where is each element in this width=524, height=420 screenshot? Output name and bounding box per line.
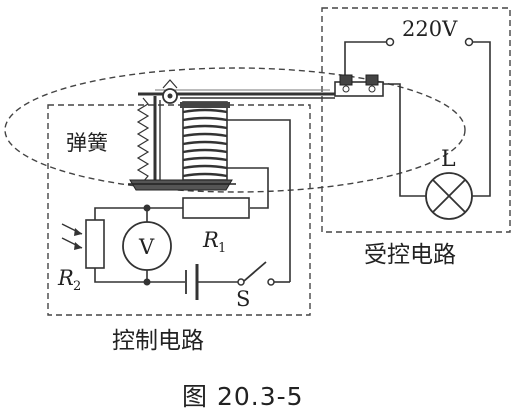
- source-terminal-right: [464, 37, 474, 47]
- r1-subscript: 1: [218, 241, 226, 256]
- wire-left-bottom: [94, 268, 185, 283]
- wire-source-right: [472, 41, 491, 197]
- r2-label: R: [57, 266, 74, 290]
- controlled-circuit-box: [321, 7, 511, 233]
- electromagnet-coil-icon: [180, 101, 230, 181]
- lamp-label: L: [441, 147, 456, 172]
- resistor-r1: [182, 197, 250, 219]
- wire-contact-lamp: [374, 83, 426, 197]
- figure-caption: 图 20.3-5: [182, 382, 304, 411]
- controlled-circuit-label: 受控电路: [364, 242, 456, 268]
- spring-label: 弹簧: [66, 131, 108, 155]
- relay-ellipse: [4, 67, 466, 193]
- relay-base: [128, 179, 236, 191]
- r2-subscript: 2: [73, 279, 81, 294]
- resistor-r2: [85, 219, 105, 269]
- switch-label: S: [236, 287, 250, 311]
- switch-icon: [237, 261, 275, 286]
- voltmeter-label: V: [138, 235, 155, 259]
- source-terminal-left: [385, 37, 395, 47]
- junction-bottom: [143, 278, 151, 286]
- battery-icon: [185, 264, 199, 300]
- relay-contacts: [334, 74, 384, 97]
- pivot-icon: [162, 79, 178, 104]
- spring-icon: [136, 97, 150, 183]
- voltmeter-icon: [122, 221, 172, 271]
- light-rays-icon: [61, 223, 83, 250]
- r1-label: R: [202, 228, 219, 252]
- control-circuit-label: 控制电路: [112, 328, 204, 354]
- wire-source-left: [344, 41, 386, 80]
- voltage-label: 220V: [402, 17, 458, 41]
- lamp-icon: [425, 172, 473, 220]
- wire-coil-top: [227, 119, 291, 282]
- wire-left-top: [94, 207, 183, 220]
- control-circuit-box: [47, 104, 311, 316]
- wire-coil-bottom: [227, 167, 269, 209]
- junction-top: [143, 204, 151, 212]
